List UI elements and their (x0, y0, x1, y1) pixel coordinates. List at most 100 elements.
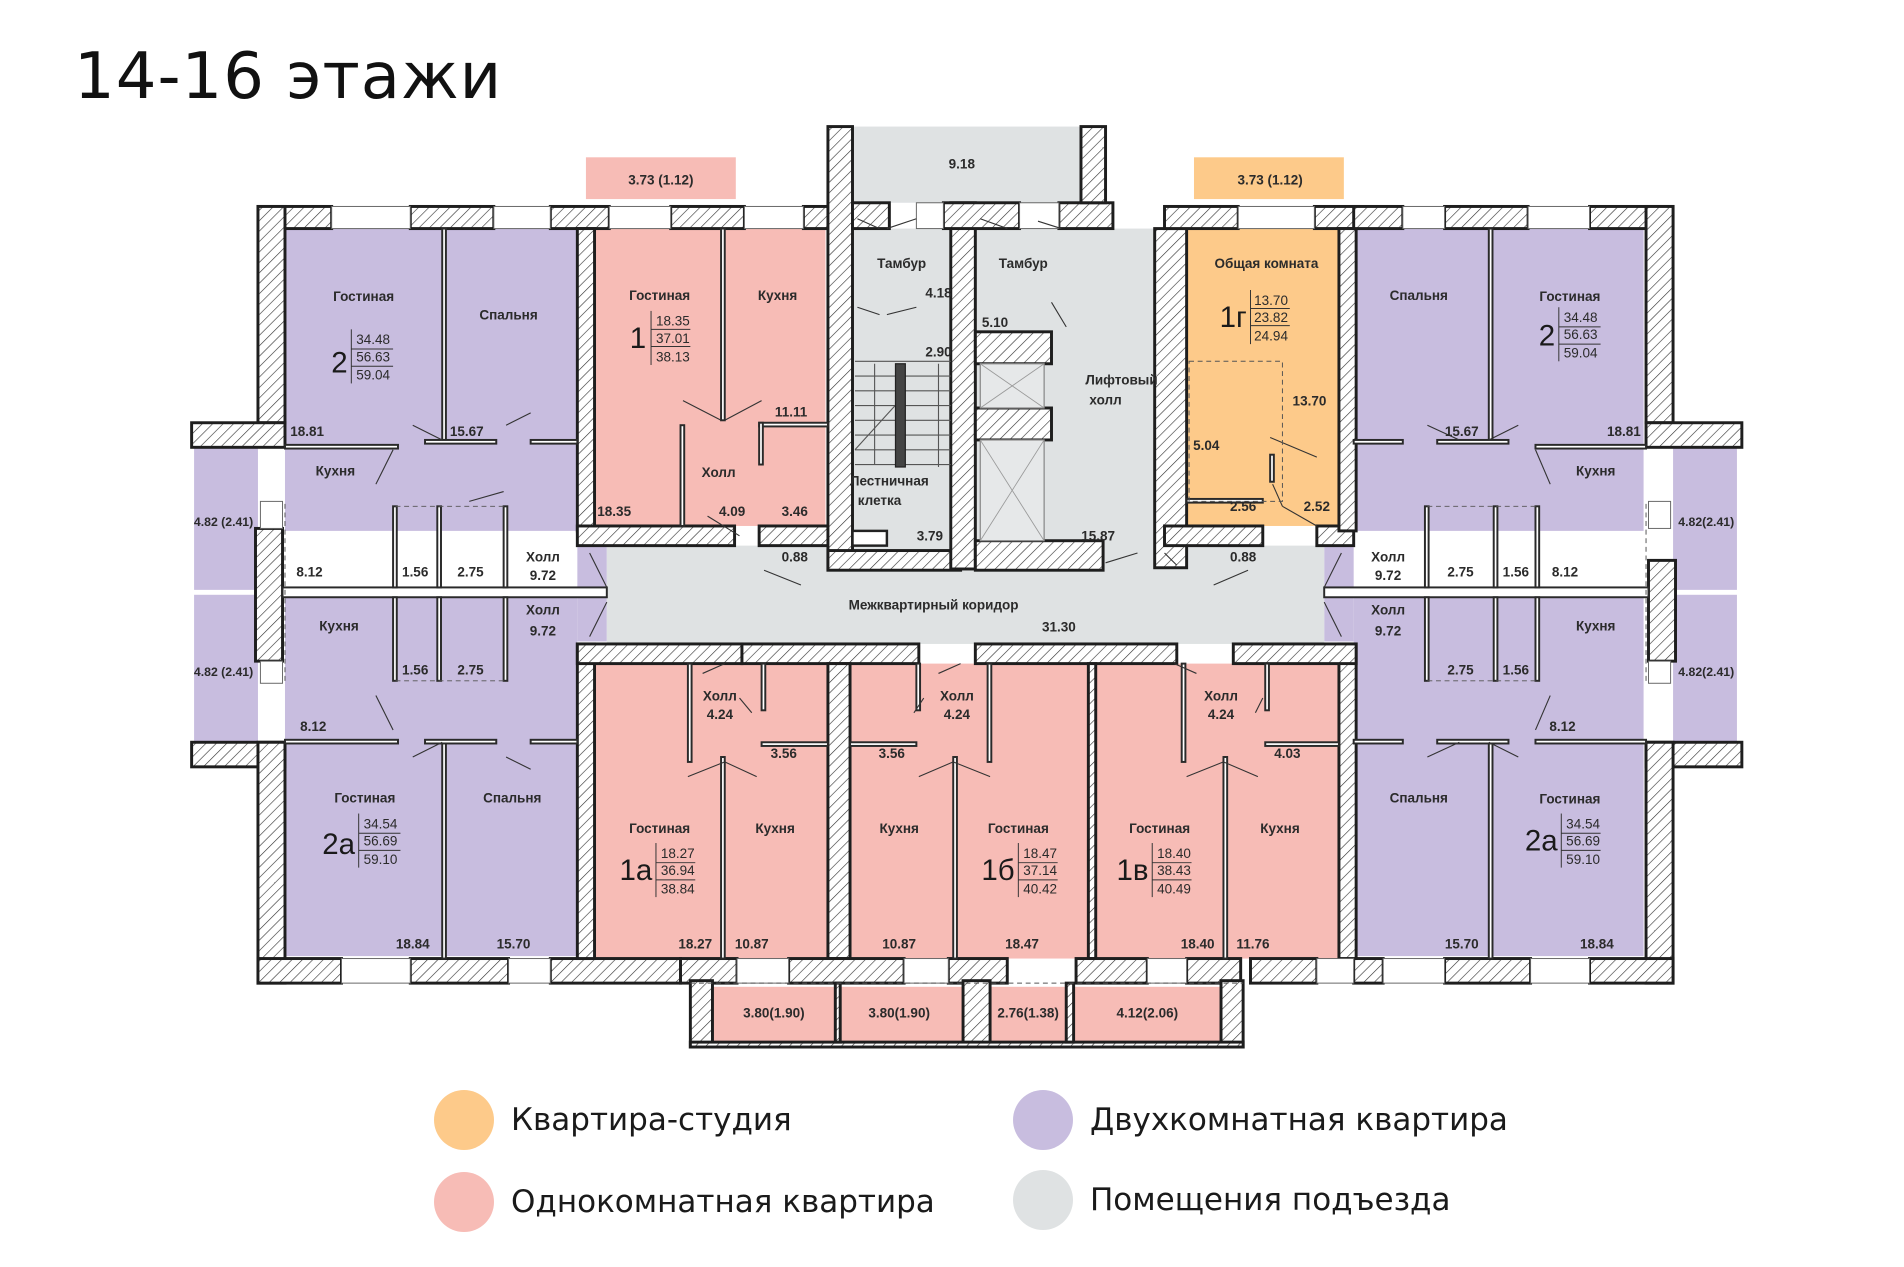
stair (851, 360, 951, 547)
apt-1v-fill[interactable] (1095, 663, 1339, 959)
apt-1-balcony (585, 157, 736, 200)
apt-total: 37.01 (656, 331, 690, 346)
apt-1-badge[interactable]: 1 18.35 37.01 38.13 (630, 310, 691, 365)
area-tl-loggia: 4.82 (2.41) (194, 515, 253, 529)
apt-1g-fill[interactable] (1186, 228, 1339, 526)
legend-label: Помещения подъезда (1090, 1182, 1451, 1218)
label-tl-spalnya: Спальня (479, 308, 537, 323)
area-1b-balcony-2: 2.76(1.38) (997, 1006, 1059, 1021)
apt-total-balcony: 59.10 (1566, 852, 1600, 867)
apt-1-fill[interactable] (594, 228, 826, 526)
apt-2a-br-fill[interactable] (1353, 594, 1644, 957)
apt-2a-bl-badge[interactable]: 2а 34.54 56.69 59.10 (322, 813, 401, 868)
label-br-gostinaya: Гостиная (1539, 792, 1600, 807)
apt-2a-br-badge[interactable]: 2а 34.54 56.69 59.10 (1525, 813, 1601, 868)
legend-dot-two-room (1013, 1090, 1073, 1150)
area-tl-bath: 1.56 (402, 564, 429, 579)
area-tambur-right: 5.10 (982, 315, 1008, 330)
area-br-bath: 1.56 (1503, 663, 1530, 678)
apt-2-tr-fill[interactable] (1353, 228, 1644, 531)
apt-2-tr-loggia (1673, 447, 1737, 590)
area-tr-kitchen: 8.12 (1552, 564, 1578, 579)
label-1v-kitchen: Кухня (1260, 821, 1299, 836)
label-lift-hall-1: Лифтовый (1085, 373, 1157, 388)
area-1b-bath: 3.56 (879, 746, 906, 761)
apt-code: 1б (981, 854, 1014, 887)
apt-total: 38.43 (1157, 863, 1191, 878)
apt-1a-balcony (712, 986, 836, 1044)
legend-label: Однокомнатная квартира (511, 1184, 935, 1220)
label-1g-room: Общая комната (1215, 256, 1319, 271)
label-bl-spalnya: Спальня (483, 790, 541, 805)
area-1g-bath: 2.56 (1230, 499, 1257, 514)
label-br-kitchen: Кухня (1576, 618, 1615, 633)
apt-1g-badge[interactable]: 1г 13.70 23.82 24.94 (1220, 290, 1290, 345)
apt-living: 34.54 (364, 816, 398, 831)
legend-dot-common (1013, 1170, 1073, 1230)
label-stair-2: клетка (858, 493, 902, 508)
label-tl-kitchen: Кухня (316, 464, 355, 479)
area-1g-kitchen: 5.04 (1193, 438, 1220, 453)
apt-total-balcony: 38.13 (656, 349, 690, 364)
apt-2-tl-badge[interactable]: 2 34.48 56.63 59.04 (331, 329, 394, 384)
apt-code: 2 (1539, 319, 1555, 352)
label-1a-kitchen: Кухня (755, 821, 794, 836)
area-balcony-1g: 3.73 (1.12) (1238, 172, 1303, 187)
legend-label: Квартира-студия (511, 1102, 792, 1138)
label-1b-gostinaya: Гостиная (988, 821, 1049, 836)
partitions (281, 227, 1650, 960)
area-1g-room: 13.70 (1293, 394, 1327, 409)
legend-item-two-room: Двухкомнатная квартира (1013, 1090, 1508, 1150)
area-bl-bath: 1.56 (402, 663, 429, 678)
apt-total: 56.63 (356, 349, 390, 364)
area-tr-gostinaya: 18.81 (1607, 424, 1641, 439)
apt-1g-balcony (1193, 157, 1344, 200)
windows (259, 202, 1672, 984)
vestibule-top (850, 126, 1081, 203)
lift-shafts (979, 363, 1045, 542)
label-a1-kitchen: Кухня (758, 288, 797, 303)
area-br-loggia: 4.82(2.41) (1678, 665, 1734, 679)
apt-code: 2а (322, 828, 355, 861)
apt-1a-badge[interactable]: 1а 18.27 36.94 38.84 (619, 843, 696, 898)
apt-living: 34.48 (1564, 310, 1598, 325)
label-1a-hall: Холл (703, 688, 737, 703)
apt-1v-badge[interactable]: 1в 18.40 38.43 40.49 (1117, 843, 1192, 898)
area-br-gostinaya: 18.84 (1580, 937, 1614, 952)
room-fills (194, 126, 1737, 1044)
apt-2-tr-badge[interactable]: 2 34.48 56.63 59.04 (1539, 307, 1601, 362)
apt-code: 1в (1117, 854, 1149, 887)
area-1a-hall: 4.24 (707, 707, 734, 722)
area-stair-cell: 3.79 (917, 529, 943, 544)
legend-item-studio: Квартира-студия (434, 1090, 792, 1150)
apt-total: 23.82 (1254, 310, 1288, 325)
apt-2a-br-loggia (1673, 594, 1737, 743)
area-a1-kitchen: 11.11 (775, 405, 808, 420)
apt-2-tl-fill[interactable] (284, 228, 578, 531)
apt-total: 56.63 (1564, 327, 1598, 342)
apt-2a-bl-fill[interactable] (284, 594, 578, 957)
apt-1b-fill[interactable] (850, 663, 1089, 959)
label-tr-spalnya: Спальня (1390, 288, 1448, 303)
legend-item-common: Помещения подъезда (1013, 1170, 1450, 1230)
apt-code: 2 (331, 346, 347, 379)
area-stair-upper: 2.90 (925, 344, 951, 359)
area-bl-wc: 2.75 (457, 663, 484, 678)
area-bl-gostinaya: 18.84 (396, 937, 430, 952)
apt-2a-bl-loggia (194, 594, 258, 743)
apt-living: 34.54 (1566, 816, 1600, 831)
apt-1b-badge[interactable]: 1б 18.47 37.14 40.42 (981, 843, 1058, 898)
apt-living: 34.48 (356, 332, 390, 347)
area-1g-hall: 2.52 (1304, 499, 1330, 514)
apt-code: 1а (619, 854, 652, 887)
area-bl-loggia: 4.82 (2.41) (194, 665, 253, 679)
label-tl-hall: Холл (526, 550, 560, 565)
apt-1b-balcony-2 (990, 986, 1067, 1044)
label-tl-gostinaya: Гостиная (333, 289, 394, 304)
area-1a-bath: 3.56 (771, 746, 798, 761)
area-1b-kitchen: 10.87 (882, 937, 916, 952)
area-1v-gostinaya: 18.40 (1181, 937, 1215, 952)
apt-1a-fill[interactable] (594, 663, 828, 959)
apt-total: 56.69 (1566, 833, 1600, 848)
